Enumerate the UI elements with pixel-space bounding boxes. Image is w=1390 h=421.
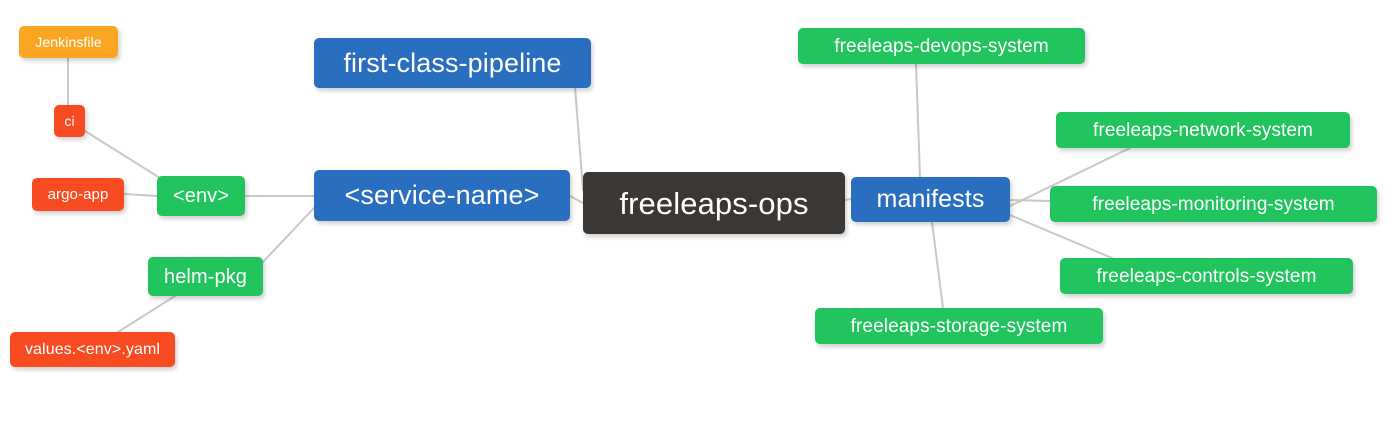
node-label-service-name: <service-name> bbox=[344, 180, 540, 210]
node-label-manifests: manifests bbox=[876, 185, 985, 213]
node-label-ci: ci bbox=[64, 113, 75, 129]
node-freeleaps-storage-system[interactable]: freeleaps-storage-system bbox=[815, 308, 1103, 344]
edge-env-to-ci bbox=[84, 130, 161, 179]
node-freeleaps-monitoring-system[interactable]: freeleaps-monitoring-system bbox=[1050, 186, 1377, 222]
edge-manifests-to-freeleaps-storage-system bbox=[931, 221, 944, 309]
node-freeleaps-network-system[interactable]: freeleaps-network-system bbox=[1056, 112, 1350, 148]
node-label-freeleaps-devops-system: freeleaps-devops-system bbox=[834, 35, 1049, 57]
node-label-freeleaps-controls-system: freeleaps-controls-system bbox=[1096, 265, 1317, 287]
node-argo-app[interactable]: argo-app bbox=[32, 178, 124, 211]
node-label-first-class-pipeline: first-class-pipeline bbox=[343, 47, 562, 78]
edge-helm-pkg-to-values-yaml bbox=[117, 295, 176, 333]
edge-service-name-to-helm-pkg bbox=[262, 207, 315, 263]
node-first-class-pipeline[interactable]: first-class-pipeline bbox=[314, 38, 591, 88]
node-label-freeleaps-storage-system: freeleaps-storage-system bbox=[850, 315, 1068, 337]
node-label-freeleaps-network-system: freeleaps-network-system bbox=[1093, 119, 1313, 141]
edge-manifests-to-freeleaps-monitoring-system bbox=[1009, 199, 1051, 202]
node-label-freeleaps-ops: freeleaps-ops bbox=[619, 185, 809, 221]
edge-freeleaps-ops-to-service-name bbox=[569, 195, 584, 204]
node-manifests[interactable]: manifests bbox=[851, 177, 1010, 222]
node-label-env: <env> bbox=[172, 185, 230, 207]
node-freeleaps-controls-system[interactable]: freeleaps-controls-system bbox=[1060, 258, 1353, 294]
node-service-name[interactable]: <service-name> bbox=[314, 170, 570, 221]
edge-freeleaps-ops-to-first-class-pipeline bbox=[574, 86, 584, 191]
node-env[interactable]: <env> bbox=[157, 176, 245, 216]
edge-manifests-to-freeleaps-devops-system bbox=[915, 63, 921, 178]
node-label-values-yaml: values.<env>.yaml bbox=[24, 340, 161, 358]
node-freeleaps-devops-system[interactable]: freeleaps-devops-system bbox=[798, 28, 1085, 64]
node-label-helm-pkg: helm-pkg bbox=[163, 265, 248, 288]
node-jenkinsfile[interactable]: Jenkinsfile bbox=[19, 26, 118, 58]
node-values-yaml[interactable]: values.<env>.yaml bbox=[10, 332, 175, 367]
node-helm-pkg[interactable]: helm-pkg bbox=[148, 257, 263, 296]
node-freeleaps-ops[interactable]: freeleaps-ops bbox=[583, 172, 845, 234]
node-label-argo-app: argo-app bbox=[47, 186, 109, 203]
node-ci[interactable]: ci bbox=[54, 105, 85, 137]
edge-env-to-argo-app bbox=[123, 193, 158, 197]
node-label-freeleaps-monitoring-system: freeleaps-monitoring-system bbox=[1092, 193, 1335, 215]
node-label-jenkinsfile: Jenkinsfile bbox=[35, 34, 102, 50]
